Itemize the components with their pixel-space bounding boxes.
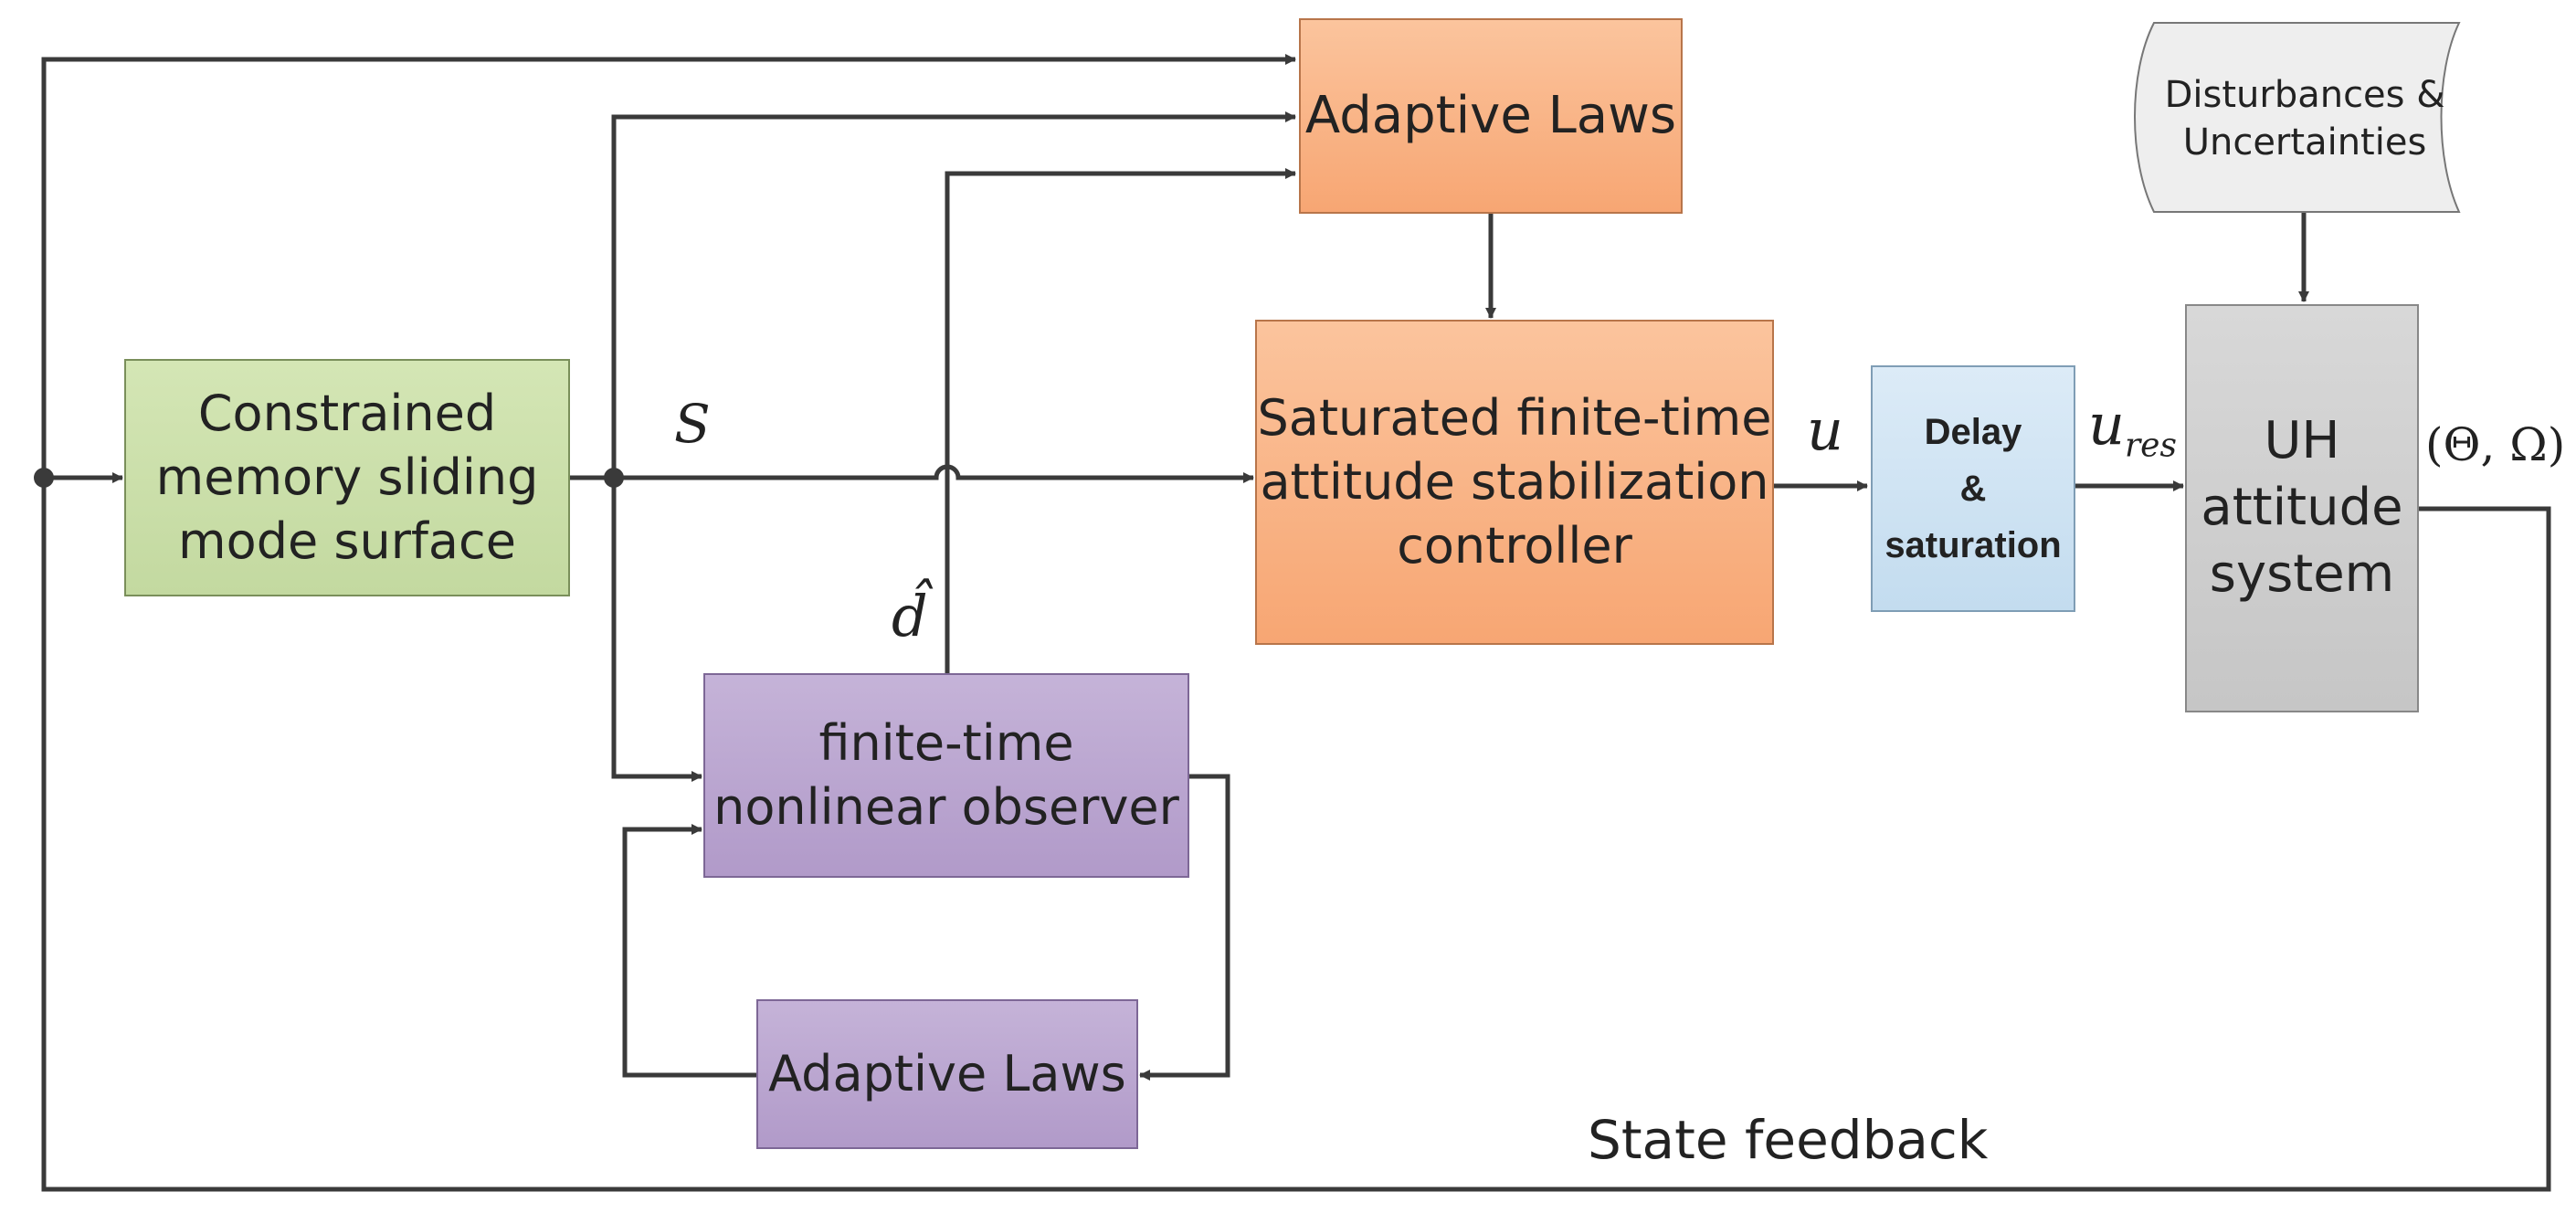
observer-block: finite-time nonlinear observer	[703, 673, 1189, 878]
s-junction-dot	[604, 468, 624, 488]
controller-line-1: Saturated finite-time	[1257, 388, 1772, 447]
state-feedback-line	[41, 54, 2551, 1192]
dhat-signal-label: d̂	[892, 583, 928, 649]
controller-line-3: controller	[1397, 517, 1632, 575]
constrained-surface-line-1: Constrained	[197, 384, 497, 442]
uh-line-2: attitude	[2201, 478, 2403, 538]
adaptive-to-observer-line	[622, 824, 756, 1078]
state-feedback-label: State feedback	[1588, 1109, 1989, 1171]
constrained-surface-line-3: mode surface	[178, 512, 516, 571]
input-junction-dot	[34, 468, 54, 488]
adaptive-laws-top-label: Adaptive Laws	[1304, 85, 1677, 145]
controller-block: Saturated finite-time attitude stabiliza…	[1255, 320, 1774, 645]
s-signal-label: S	[674, 393, 711, 455]
s-to-observer-line	[611, 478, 702, 782]
ures-signal-label: ures	[2088, 391, 2177, 464]
ampersand-label: &	[1959, 469, 1987, 509]
controller-line-2: attitude stabilization	[1260, 452, 1769, 511]
s-to-adaptive-line	[611, 111, 1296, 478]
constrained-surface-line-2: memory sliding	[155, 448, 539, 506]
uh-system-block: UH attitude system	[2185, 304, 2419, 712]
adaptive-laws-top-block: Adaptive Laws	[1299, 18, 1683, 214]
ures-subscript: res	[2124, 427, 2177, 465]
constrained-surface-block: Constrained memory sliding mode surface	[124, 359, 570, 596]
saturation-label: saturation	[1884, 525, 2062, 565]
observer-line-1: finite-time	[818, 713, 1074, 772]
output-signal-label: (Θ, Ω)	[2425, 418, 2566, 471]
disturbances-line-1: Disturbances &	[2164, 74, 2445, 116]
delay-label: Delay	[1924, 412, 2022, 452]
disturbance-box-shape	[2134, 22, 2461, 213]
uh-line-1: UH	[2264, 411, 2340, 471]
observer-line-2: nonlinear observer	[713, 778, 1179, 836]
ures-base: u	[2088, 391, 2125, 458]
adaptive-laws-bottom-block: Adaptive Laws	[756, 999, 1138, 1149]
dhat-to-adaptive-line	[945, 168, 1296, 673]
delay-saturation-block: Delay & saturation	[1871, 365, 2075, 612]
disturbances-line-2: Uncertainties	[2182, 121, 2427, 163]
uh-line-3: system	[2209, 543, 2395, 604]
disturbances-block: Disturbances & Uncertainties	[2156, 37, 2454, 201]
observer-to-adaptive-line	[1139, 774, 1230, 1081]
adaptive-laws-bottom-label: Adaptive Laws	[768, 1044, 1126, 1102]
u-signal-label: u	[1807, 396, 1843, 463]
s-signal-line	[570, 464, 1254, 483]
